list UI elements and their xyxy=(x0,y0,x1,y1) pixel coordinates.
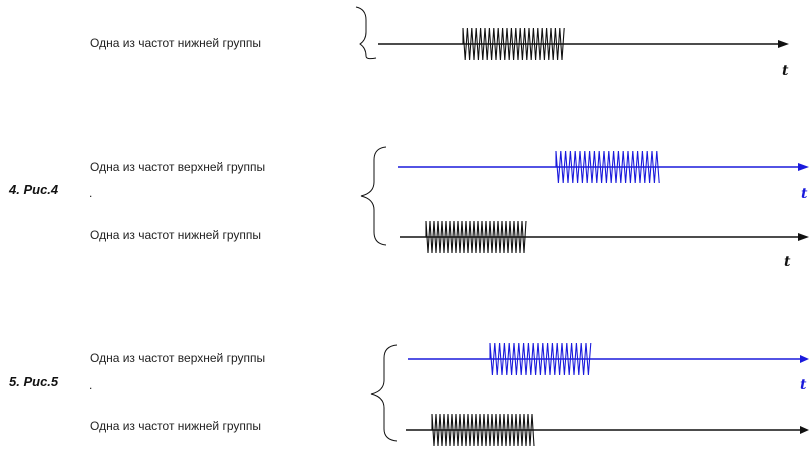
fig4-lower-arrow xyxy=(798,233,809,241)
fig4-brace xyxy=(360,146,387,246)
fig4-upper-arrow xyxy=(798,163,809,171)
fig5-lower-label: Одна из частот нижней группы xyxy=(90,419,262,433)
fig4-caption: 4. Рис.4 xyxy=(9,182,59,197)
fig4-separator: . xyxy=(89,186,93,200)
fig1-arrow xyxy=(778,40,789,48)
fig5-upper-arrow xyxy=(800,355,809,363)
fig4-lower-label: Одна из частот нижней группы xyxy=(90,228,262,242)
fig1-lower-burst xyxy=(462,27,565,61)
fig4-upper-label: Одна из частот верхней группы xyxy=(90,160,266,174)
fig5-brace xyxy=(370,344,398,442)
fig5-lower-burst xyxy=(431,413,535,447)
fig4-lower-burst xyxy=(425,220,527,254)
fig5-upper-label: Одна из частот верхней группы xyxy=(90,351,266,365)
fig5-lower-arrow xyxy=(800,426,809,434)
fig4-upper-time-label: t xyxy=(801,186,808,202)
fig1-brace xyxy=(355,6,377,60)
fig5-upper-burst xyxy=(489,342,592,376)
fig5-caption: 5. Рис.5 xyxy=(9,374,59,389)
fig1-time-label: t xyxy=(782,63,789,79)
fig5-separator: . xyxy=(89,378,93,392)
fig1-lower-label: Одна из частот нижней группы xyxy=(90,36,262,50)
fig5-upper-time-label: t xyxy=(800,377,807,393)
fig4-upper-burst xyxy=(555,150,660,184)
fig4-lower-time-label: t xyxy=(784,254,791,270)
